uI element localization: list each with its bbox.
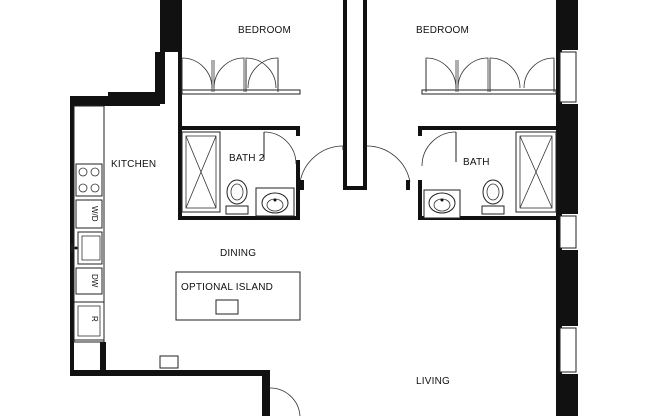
bath2 <box>178 130 300 220</box>
label-dishwasher: DW <box>90 274 99 288</box>
optional-island <box>175 271 301 321</box>
label-living: LIVING <box>416 376 450 387</box>
label-bath: BATH <box>463 157 490 168</box>
kitchen-counter <box>71 105 105 343</box>
closet-left <box>181 57 301 136</box>
walls <box>70 0 578 416</box>
closet-right <box>418 57 557 136</box>
label-refrigerator: R <box>90 316 99 322</box>
label-bedroom-right: BEDROOM <box>416 25 469 36</box>
label-bedroom-left: BEDROOM <box>238 25 291 36</box>
label-kitchen: KITCHEN <box>111 159 156 170</box>
entry-door <box>269 387 301 416</box>
bath <box>418 131 558 220</box>
corridor-doors <box>299 145 411 190</box>
label-washer-dryer: W/D <box>90 206 99 222</box>
label-dining: DINING <box>220 248 256 259</box>
label-bath2: BATH 2 <box>229 153 265 164</box>
label-optional-island: OPTIONAL ISLAND <box>181 282 273 293</box>
